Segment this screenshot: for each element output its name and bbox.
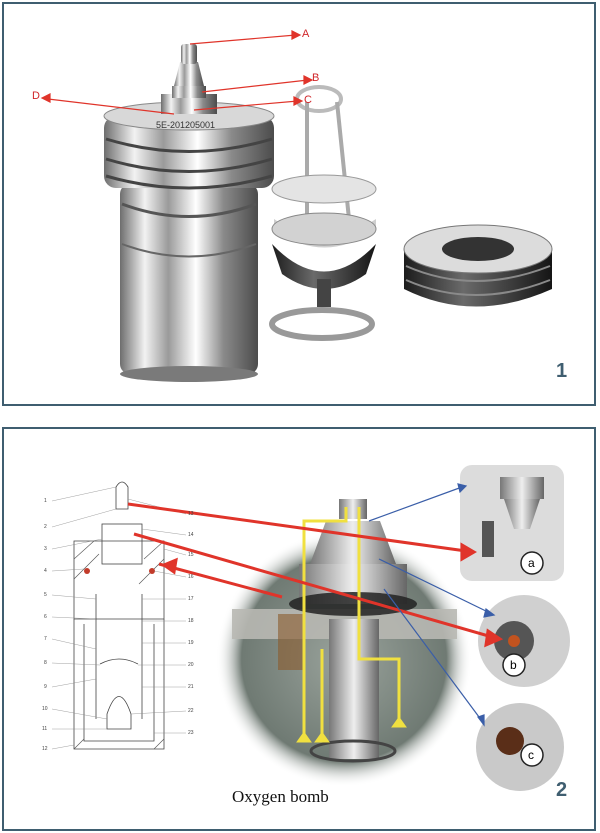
detail-photo-a (460, 465, 564, 581)
cross-section-leaders (51, 486, 187, 750)
num-2: 2 (44, 524, 47, 530)
cross-section-seals (84, 568, 155, 574)
photo-circle (216, 499, 472, 787)
label-b: B (312, 72, 320, 84)
bomb-valve (161, 44, 217, 114)
num-5: 5 (44, 592, 47, 598)
label-d: D (32, 90, 40, 102)
thread-ring (403, 224, 553, 307)
panel-2-illustration: 1 2 3 4 5 6 7 8 9 10 11 12 13 14 15 16 1… (42, 465, 570, 791)
detail-photo-c (476, 703, 564, 791)
bomb-cap: 5E-201205001 (103, 101, 275, 190)
num-16: 16 (188, 574, 194, 580)
right-number-labels: 13 14 15 16 17 18 19 20 21 22 23 (188, 511, 194, 736)
num-11: 11 (42, 726, 47, 732)
electrode-assembly (269, 85, 377, 341)
panel-number-1: 1 (556, 360, 568, 382)
figure-caption: Oxygen bomb (232, 787, 329, 806)
num-21: 21 (188, 684, 194, 690)
gas-path (296, 507, 407, 743)
detail-label-b: b (510, 658, 517, 672)
body-engraving: 5E-201205001 (156, 120, 215, 130)
detail-photo-b (478, 595, 570, 687)
left-number-labels: 1 2 3 4 5 6 7 8 9 10 11 12 (42, 498, 48, 752)
panel-number-2: 2 (556, 779, 568, 801)
detail-label-a: a (528, 556, 535, 570)
red-arrows (127, 502, 504, 648)
panel-2: 1 2 3 4 5 6 7 8 9 10 11 12 13 14 15 16 1… (2, 427, 596, 831)
panel-1-illustration: 5E-201205001 (40, 30, 553, 382)
num-17: 17 (188, 596, 194, 602)
num-14: 14 (188, 532, 194, 538)
num-13: 13 (188, 511, 194, 517)
num-1: 1 (44, 498, 47, 504)
label-c: C (304, 94, 312, 106)
detail-label-c: c (528, 748, 534, 762)
num-6: 6 (44, 614, 47, 620)
num-12: 12 (42, 746, 48, 752)
num-10: 10 (42, 706, 48, 712)
num-9: 9 (44, 684, 47, 690)
num-7: 7 (44, 636, 47, 642)
detail-letter-labels: a b c (510, 556, 535, 762)
panel-1: 5E-201205001 (2, 2, 596, 406)
num-22: 22 (188, 708, 194, 714)
num-23: 23 (188, 730, 194, 736)
num-4: 4 (44, 568, 47, 574)
num-20: 20 (188, 662, 194, 668)
num-19: 19 (188, 640, 194, 646)
blue-arrows (368, 483, 496, 727)
num-3: 3 (44, 546, 47, 552)
num-18: 18 (188, 618, 194, 624)
bomb-body (120, 184, 258, 382)
callout-arrows (40, 30, 314, 115)
num-8: 8 (44, 660, 47, 666)
cross-section-drawing (73, 481, 165, 750)
label-a: A (302, 28, 310, 40)
num-15: 15 (188, 552, 194, 558)
